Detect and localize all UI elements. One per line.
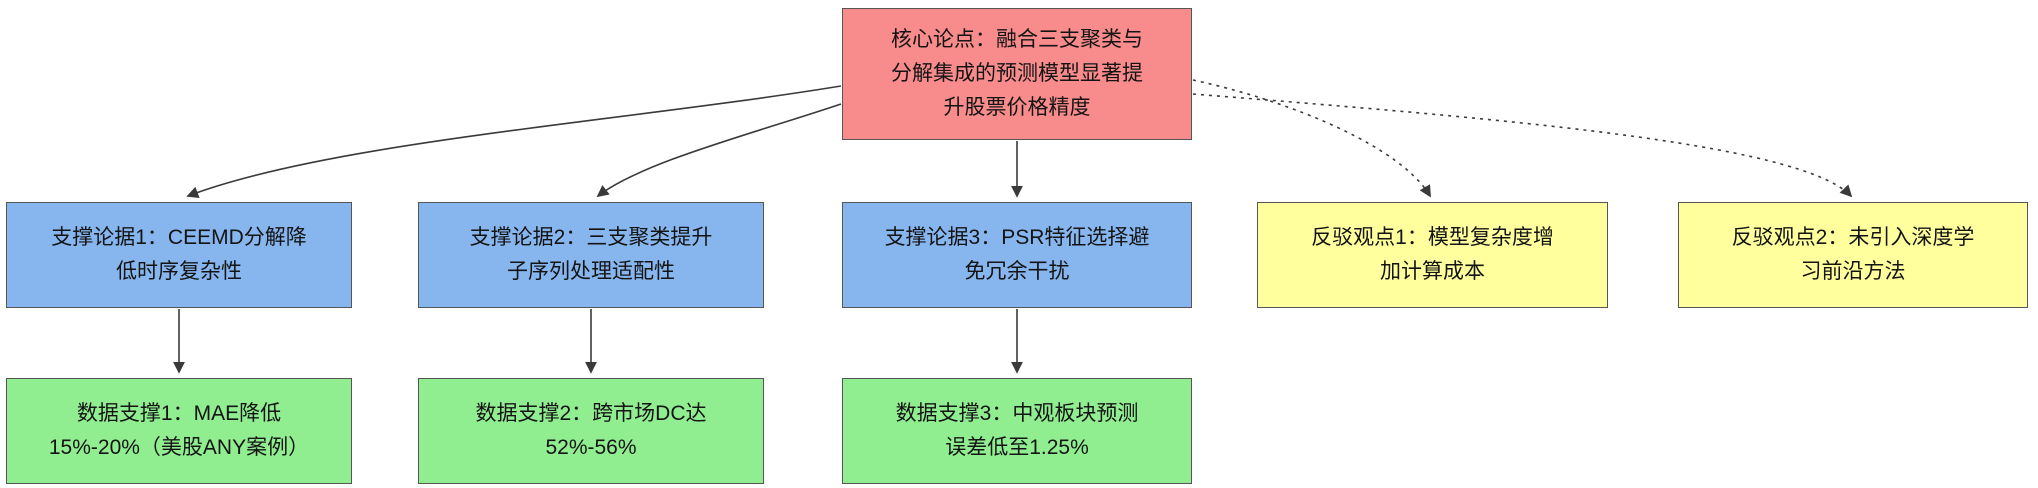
node-counter-2-line: 习前沿方法 bbox=[1800, 260, 1906, 283]
node-support-2-line: 子序列处理适配性 bbox=[507, 260, 675, 283]
node-evidence-2: 数据支撑2：跨市场DC达 52%-56% bbox=[418, 378, 764, 484]
node-evidence-3: 数据支撑3：中观板块预测 误差低至1.25% bbox=[842, 378, 1192, 484]
edge-core-support2 bbox=[596, 103, 842, 198]
node-evidence-3-line: 误差低至1.25% bbox=[945, 436, 1089, 459]
node-counter-1-line: 反驳观点1：模型复杂度增 bbox=[1311, 226, 1554, 249]
node-evidence-1-line: 15%-20%（美股ANY案例） bbox=[48, 436, 310, 459]
edge-core-counter1 bbox=[1192, 79, 1431, 198]
node-support-2-line: 支撑论据2：三支聚类提升 bbox=[469, 226, 713, 249]
node-evidence-1-line: 数据支撑1：MAE降低 bbox=[76, 402, 282, 425]
node-support-1-line: 支撑论据1：CEEMD分解降 bbox=[51, 226, 307, 249]
node-evidence-1: 数据支撑1：MAE降低 15%-20%（美股ANY案例） bbox=[6, 378, 352, 484]
node-support-3-line: 支撑论据3：PSR特征选择避 bbox=[884, 226, 1150, 249]
node-support-1: 支撑论据1：CEEMD分解降 低时序复杂性 bbox=[6, 202, 352, 308]
node-core-claim-line: 升股票价格精度 bbox=[943, 96, 1091, 119]
node-evidence-2-line: 数据支撑2：跨市场DC达 bbox=[475, 402, 707, 425]
node-support-3: 支撑论据3：PSR特征选择避 免冗余干扰 bbox=[842, 202, 1192, 308]
node-counter-2: 反驳观点2：未引入深度学 习前沿方法 bbox=[1678, 202, 2028, 308]
node-counter-1-line: 加计算成本 bbox=[1380, 260, 1485, 283]
node-counter-1: 反驳观点1：模型复杂度增 加计算成本 bbox=[1257, 202, 1608, 308]
edge-core-support1 bbox=[186, 85, 842, 198]
node-evidence-2-line: 52%-56% bbox=[545, 436, 637, 459]
node-core-claim-line: 分解集成的预测模型显著提 bbox=[891, 62, 1143, 85]
node-support-2: 支撑论据2：三支聚类提升 子序列处理适配性 bbox=[418, 202, 764, 308]
node-counter-2-line: 反驳观点2：未引入深度学 bbox=[1731, 226, 1975, 249]
node-core-claim-line: 核心论点：融合三支聚类与 bbox=[891, 28, 1143, 51]
node-support-1-line: 低时序复杂性 bbox=[116, 260, 242, 283]
edge-core-counter2 bbox=[1192, 93, 1853, 198]
node-evidence-3-line: 数据支撑3：中观板块预测 bbox=[895, 402, 1139, 425]
node-support-3-line: 免冗余干扰 bbox=[964, 260, 1070, 283]
node-core-claim: 核心论点：融合三支聚类与 分解集成的预测模型显著提 升股票价格精度 bbox=[842, 8, 1192, 140]
